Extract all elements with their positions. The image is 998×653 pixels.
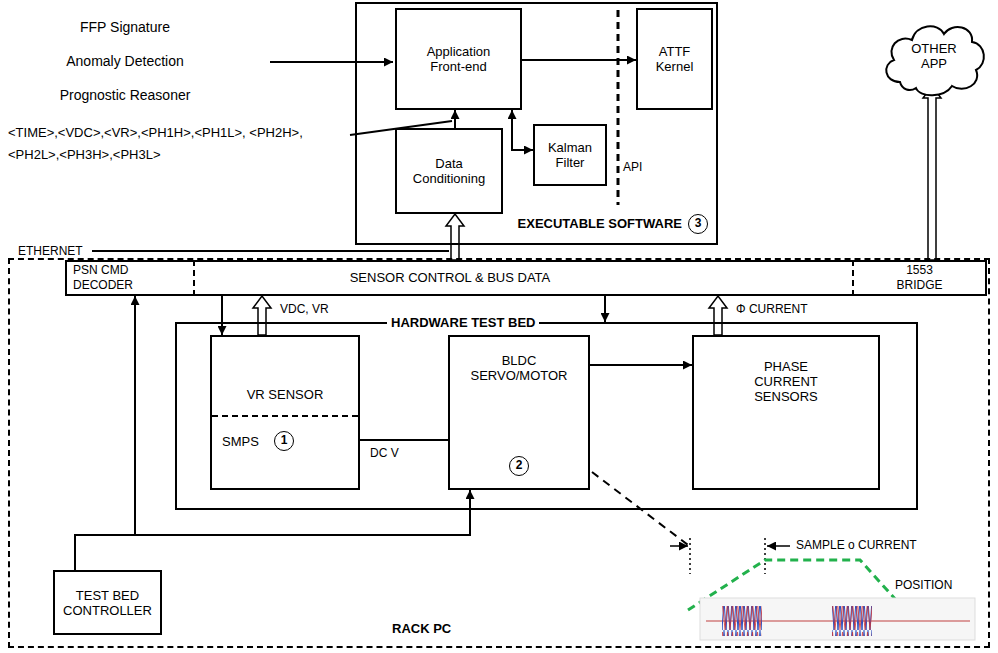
- box-label: PHASE CURRENT SENSORS: [734, 359, 838, 404]
- cloud-shape: [886, 26, 984, 95]
- waveform-plot: [700, 598, 975, 640]
- current-burst: [722, 606, 762, 636]
- connector: [522, 59, 636, 61]
- box-label: Application Front-end: [409, 44, 509, 74]
- cloud-shape: OTHER APP: [878, 12, 990, 100]
- annotation-label: POSITION: [895, 578, 952, 593]
- process-box: Kalman Filter: [533, 124, 607, 186]
- bus-label: ETHERNET: [18, 244, 83, 259]
- sensor-box: PHASE CURRENT SENSORS: [692, 335, 880, 490]
- bus-arrow: [923, 86, 941, 260]
- divider-line: [212, 415, 358, 417]
- rack-enclosure: PSN CMD DECODER 1553 BRIDGE SENSOR CONTROL…: [8, 258, 990, 648]
- bus-arrow: [253, 296, 271, 335]
- interface-label: API: [623, 160, 642, 175]
- box-label: VR SENSOR: [212, 387, 358, 402]
- box-label: TEST BED CONTROLLER: [60, 588, 155, 618]
- connector: [454, 110, 456, 128]
- connector: [590, 364, 692, 366]
- sample-arrow: [670, 545, 688, 547]
- software-block: Application Front-end ATTF KernelKalman F…: [355, 2, 718, 245]
- input-arrow: [270, 61, 393, 63]
- box-label: 1553 BRIDGE: [889, 263, 951, 293]
- current-burst: [832, 606, 872, 636]
- box-label: SENSOR CONTROL & BUS DATA: [197, 270, 703, 285]
- box-label: OTHER APP: [905, 41, 963, 71]
- process-box: Application Front-end: [395, 8, 522, 110]
- signal-label: Φ CURRENT: [734, 302, 810, 317]
- function-label: FFP Signature: [25, 20, 225, 35]
- current-burst: [722, 606, 762, 636]
- test-bed-enclosure: VR SENSOR SMPS 1 BLDC SERVO/MOTOR 2 PHASE CUR…: [175, 322, 918, 510]
- box-label: SMPS: [222, 434, 259, 449]
- box-label: RACK PC: [392, 621, 451, 636]
- callout-number: 3: [688, 214, 708, 234]
- bus-arrow: [709, 296, 727, 335]
- connector: [221, 296, 223, 335]
- process-box: ATTF Kernel: [636, 8, 713, 110]
- connector: [75, 296, 135, 570]
- bridge-section: 1553 BRIDGE: [852, 260, 985, 296]
- signal-label: VDC, VR: [278, 302, 331, 317]
- function-label: Anomaly Detection: [25, 54, 225, 69]
- decoder-section: PSN CMD DECODER: [67, 260, 195, 296]
- sensor-box: VR SENSOR SMPS 1: [210, 335, 360, 490]
- box-label: Data Conditioning: [403, 156, 495, 186]
- sample-marker-line: [689, 538, 691, 574]
- bus-arrow: [446, 214, 464, 260]
- motor-box: BLDC SERVO/MOTOR 2: [448, 335, 590, 490]
- box-label: EXECUTABLE SOFTWARE: [518, 216, 682, 231]
- box-label: PSN CMD DECODER: [73, 263, 151, 293]
- box-label: BLDC SERVO/MOTOR: [465, 353, 573, 383]
- controller-box: TEST BED CONTROLLER: [53, 570, 162, 635]
- connector: [604, 296, 606, 322]
- callout-number: 1: [274, 431, 294, 451]
- signal-label: DC V: [368, 446, 401, 461]
- process-box: Data Conditioning: [395, 128, 503, 214]
- ethernet-line: [92, 250, 449, 252]
- connector: [512, 110, 533, 150]
- bus-bar: PSN CMD DECODER 1553 BRIDGE SENSOR CONTROL…: [65, 260, 987, 296]
- current-burst: [832, 606, 872, 636]
- connector: [75, 490, 470, 570]
- api-boundary-line: [617, 10, 620, 205]
- box-label: Kalman Filter: [540, 140, 600, 170]
- sample-arrow: [767, 545, 790, 547]
- callout-number: 2: [509, 456, 529, 476]
- connector: [360, 439, 448, 441]
- box-label: ATTF Kernel: [647, 44, 702, 74]
- sample-marker-line: [764, 538, 766, 574]
- signal-list: <TIME>,<VDC>,<VR>,<PH1H>,<PH1L>, <PH2H>,…: [8, 122, 348, 166]
- box-label: HARDWARE TEST BED: [387, 315, 539, 330]
- annotation-label: SAMPLE o CURRENT: [796, 538, 917, 553]
- function-label: Prognostic Reasoner: [25, 88, 225, 103]
